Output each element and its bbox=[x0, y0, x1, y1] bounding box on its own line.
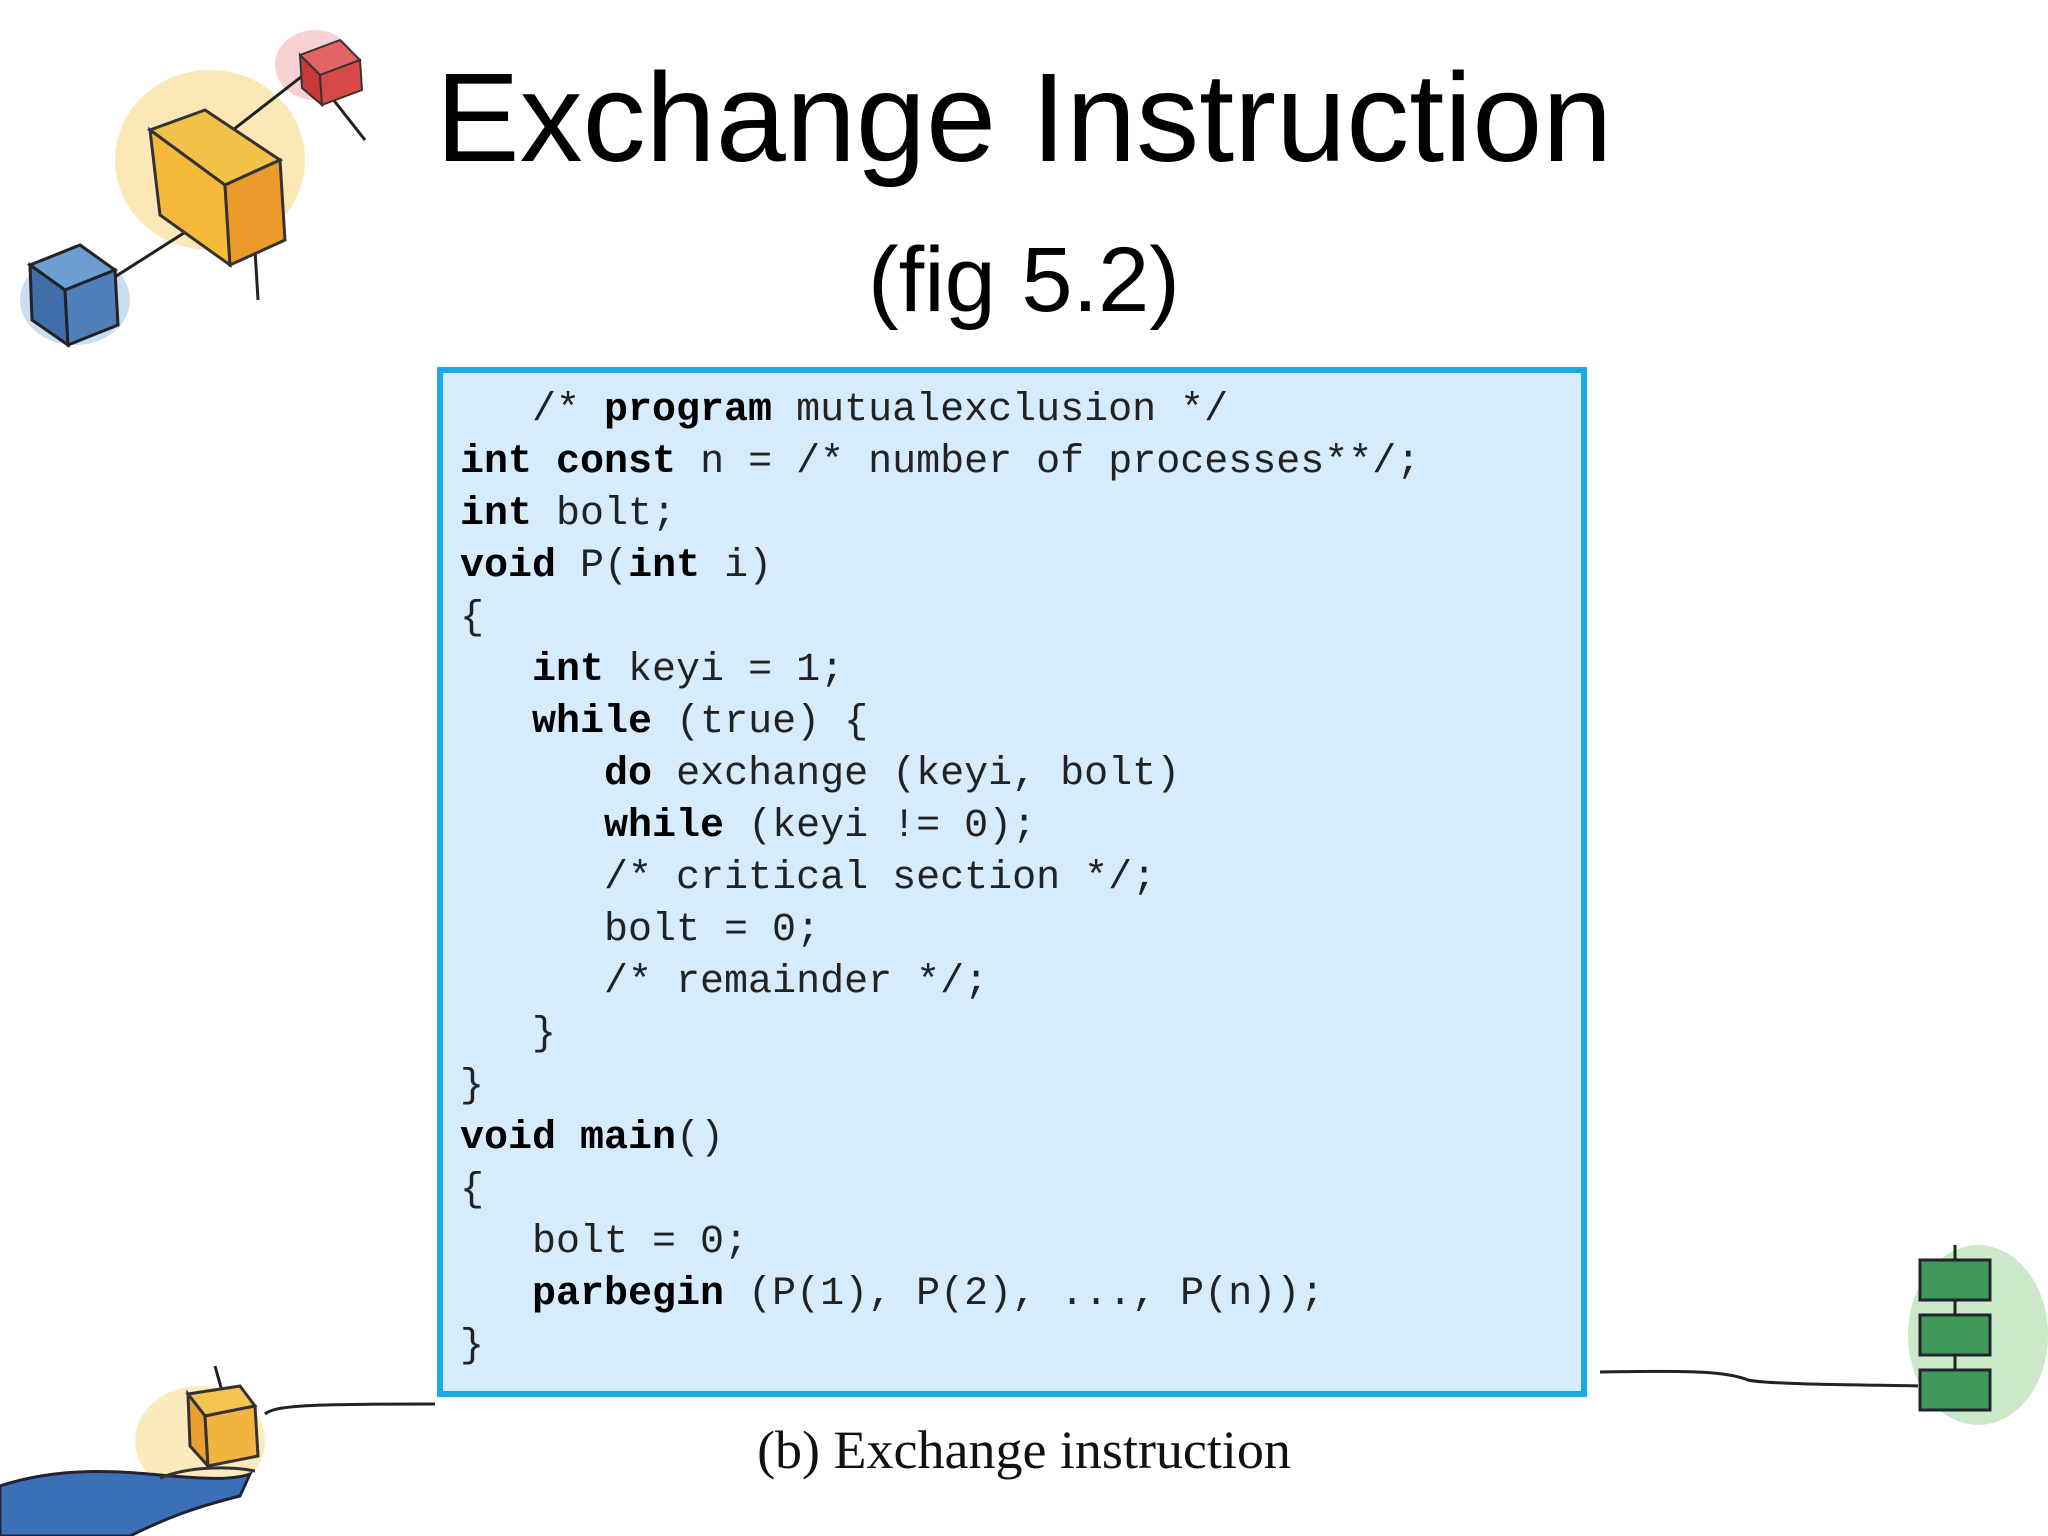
cube-network-clipart bbox=[20, 30, 367, 348]
hand-holding-cube-clipart bbox=[0, 1365, 436, 1536]
code-line: { bbox=[460, 1168, 485, 1213]
code-line: /* critical section */; bbox=[460, 856, 1157, 901]
code-line: while (keyi != 0); bbox=[604, 804, 1037, 849]
code-line: void main() bbox=[460, 1116, 725, 1161]
code-line: while (true) { bbox=[532, 700, 869, 745]
code-line: } bbox=[460, 1012, 557, 1057]
code-line: do exchange (keyi, bolt) bbox=[604, 752, 1181, 797]
code-line: bolt = 0; bbox=[604, 908, 821, 953]
code-line: void P(int i) bbox=[460, 544, 773, 589]
code-line: } bbox=[460, 1064, 485, 1109]
slide-subtitle: (fig 5.2) bbox=[868, 229, 1180, 331]
stacked-boxes-clipart bbox=[1599, 1245, 2048, 1425]
code-line: /* program mutualexclusion */ bbox=[460, 388, 1229, 433]
code-line: int keyi = 1; bbox=[532, 648, 845, 693]
code-line: parbegin (P(1), P(2), ..., P(n)); bbox=[532, 1272, 1325, 1317]
code-line: int bolt; bbox=[460, 492, 677, 537]
code-line: /* remainder */; bbox=[460, 960, 989, 1005]
slide-title: Exchange Instruction bbox=[435, 47, 1613, 188]
code-line: } bbox=[460, 1324, 485, 1369]
code-line: { bbox=[460, 596, 485, 641]
code-line: bolt = 0; bbox=[532, 1220, 749, 1265]
code-listing-box: /* program mutualexclusion */ int const n… bbox=[437, 367, 1587, 1397]
code-listing: /* program mutualexclusion */ int const n… bbox=[460, 385, 1420, 1373]
figure-caption: (b) Exchange instruction bbox=[757, 1420, 1291, 1480]
code-line: int const n = /* number of processes**/; bbox=[460, 440, 1421, 485]
